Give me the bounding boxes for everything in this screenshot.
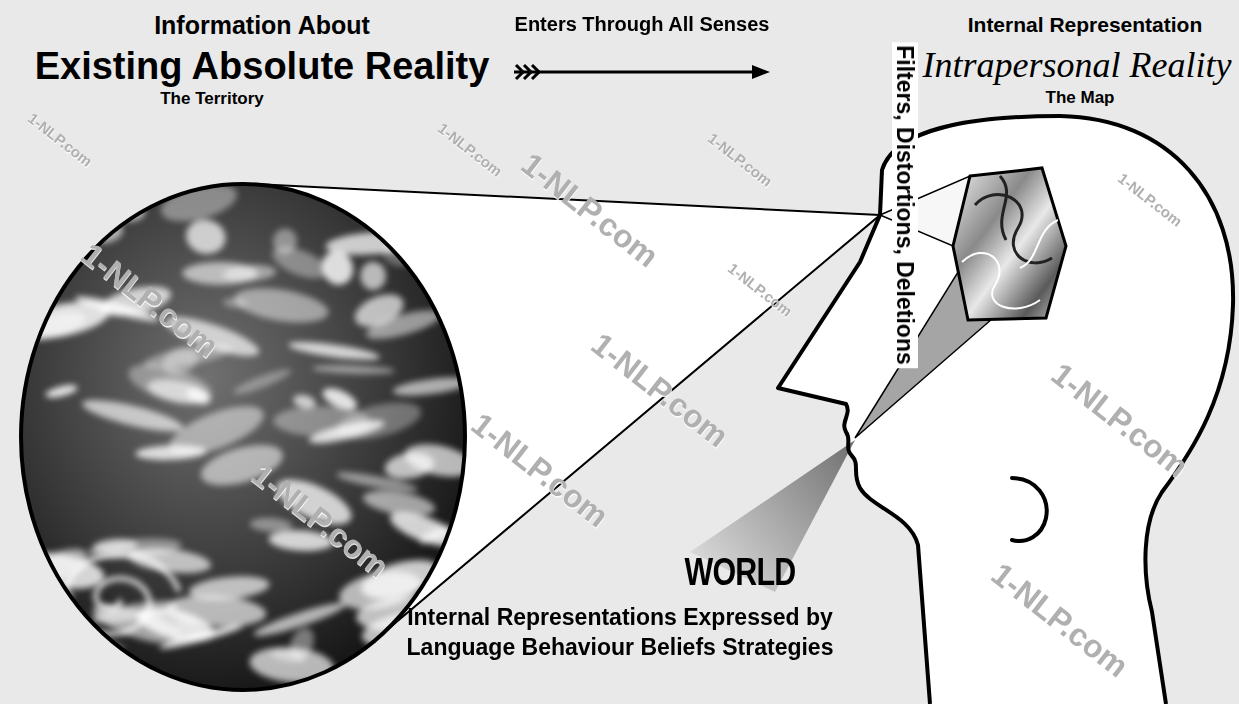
world-label: WORLD <box>685 550 796 594</box>
brain-texture <box>1020 220 1058 268</box>
watermark-holder: 1-NLP.com <box>584 325 736 455</box>
cloud <box>163 396 269 465</box>
territory-intro-holder: Information About <box>154 10 370 40</box>
map-title-holder: Intrapersonal Reality <box>923 44 1232 86</box>
watermark: 1-NLP.com <box>514 145 666 275</box>
arrow-fletching <box>516 65 523 79</box>
head-fill <box>778 116 1233 704</box>
earth-globe <box>21 184 465 690</box>
cloud <box>364 304 444 344</box>
watermark: 1-NLP.com <box>24 109 95 170</box>
cloud <box>397 178 484 230</box>
cloud <box>182 262 258 285</box>
watermark: 1-NLP.com <box>1044 355 1196 485</box>
brain-hexagon <box>953 168 1066 320</box>
watermark: 1-NLP.com <box>74 235 226 365</box>
cloud <box>44 382 78 400</box>
watermark: 1-NLP.com <box>704 129 775 190</box>
map-title: Intrapersonal Reality <box>923 44 1232 86</box>
watermark: 1-NLP.com <box>1114 169 1185 230</box>
filter-caption-holder: Filters, Distortions, Deletions <box>892 42 918 368</box>
cloud <box>248 644 336 686</box>
cloud <box>6 636 51 651</box>
senses-arrow-group <box>514 65 756 79</box>
map-subtitle: The Map <box>1046 88 1115 108</box>
watermark-holder: 1-NLP.com <box>1044 355 1196 485</box>
watermark-holder: 1-NLP.com <box>244 455 396 585</box>
world-label-holder: WORLD <box>685 550 796 594</box>
watermark: 1-NLP.com <box>464 405 616 535</box>
cloud <box>312 364 395 376</box>
watermark-holder: 1-NLP.com <box>74 235 226 365</box>
watermark-holder: 1-NLP.com <box>434 119 505 180</box>
cloud <box>320 384 360 415</box>
watermark: 1-NLP.com <box>584 325 736 455</box>
filter-caption: Filters, Distortions, Deletions <box>892 42 918 368</box>
expression-caption-holder: Internal Representations Expressed by La… <box>385 602 855 662</box>
cloud <box>56 624 95 661</box>
cloud <box>427 210 484 248</box>
map-intro-holder: Internal Representation <box>968 12 1203 38</box>
watermark: 1-NLP.com <box>434 119 505 180</box>
watermark-holder: 1-NLP.com <box>464 405 616 535</box>
globe-outline <box>21 184 465 690</box>
ear-curve <box>1012 478 1047 541</box>
watermark-holder: 1-NLP.com <box>984 555 1136 685</box>
cloud <box>0 590 75 614</box>
cloud <box>183 216 229 258</box>
watermark-holder: 1-NLP.com <box>704 129 775 190</box>
edge-label: Enters Through All Senses <box>515 12 770 36</box>
cloud <box>145 375 210 408</box>
cloud <box>360 261 387 291</box>
cloud <box>272 228 298 255</box>
cloud <box>250 517 293 534</box>
cloud <box>188 573 271 603</box>
watermark-holder: 1-NLP.com <box>514 145 666 275</box>
arrow-fletching <box>532 65 539 79</box>
cloud <box>252 598 349 641</box>
watermark-holder: 1-NLP.com <box>724 259 795 320</box>
map-subtitle-holder: The Map <box>1046 88 1115 108</box>
cloud <box>287 338 380 363</box>
senses-arrow <box>514 71 756 74</box>
edge-label-holder: Enters Through All Senses <box>515 12 770 36</box>
watermark: 1-NLP.com <box>724 259 795 320</box>
territory-title: Existing Absolute Reality <box>35 44 490 88</box>
territory-title-holder: Existing Absolute Reality <box>35 44 490 88</box>
watermark: 1-NLP.com <box>984 555 1136 685</box>
cloud <box>333 396 425 446</box>
cloud <box>392 201 446 236</box>
territory-subtitle: The Territory <box>160 89 264 109</box>
watermark-holder: 1-NLP.com <box>24 109 95 170</box>
head-outline <box>778 116 1233 704</box>
cloud <box>222 297 248 309</box>
cloud <box>335 468 419 495</box>
brain-texture <box>1000 176 1007 240</box>
cloud <box>317 246 358 290</box>
territory-subtitle-holder: The Territory <box>160 89 264 109</box>
cloud <box>14 547 107 594</box>
cloud <box>29 248 58 269</box>
watermark-holder: 1-NLP.com <box>1114 169 1185 230</box>
map-intro: Internal Representation <box>968 12 1203 38</box>
watermark: 1-NLP.com <box>244 455 396 585</box>
cloud <box>19 307 47 321</box>
cloud <box>377 203 457 233</box>
globe-outline <box>14 6 514 698</box>
cloud <box>75 178 150 228</box>
expression-caption: Internal Representations Expressed by La… <box>385 602 855 662</box>
cloud <box>231 365 293 398</box>
cloud <box>361 486 437 520</box>
cloud <box>292 393 317 411</box>
cloud <box>9 295 112 346</box>
territory-intro: Information About <box>154 10 370 40</box>
territory-globe: Information AboutExisting Absolute Reali… <box>14 6 514 698</box>
cyclone <box>65 554 179 634</box>
arrow-fletching <box>524 65 531 79</box>
